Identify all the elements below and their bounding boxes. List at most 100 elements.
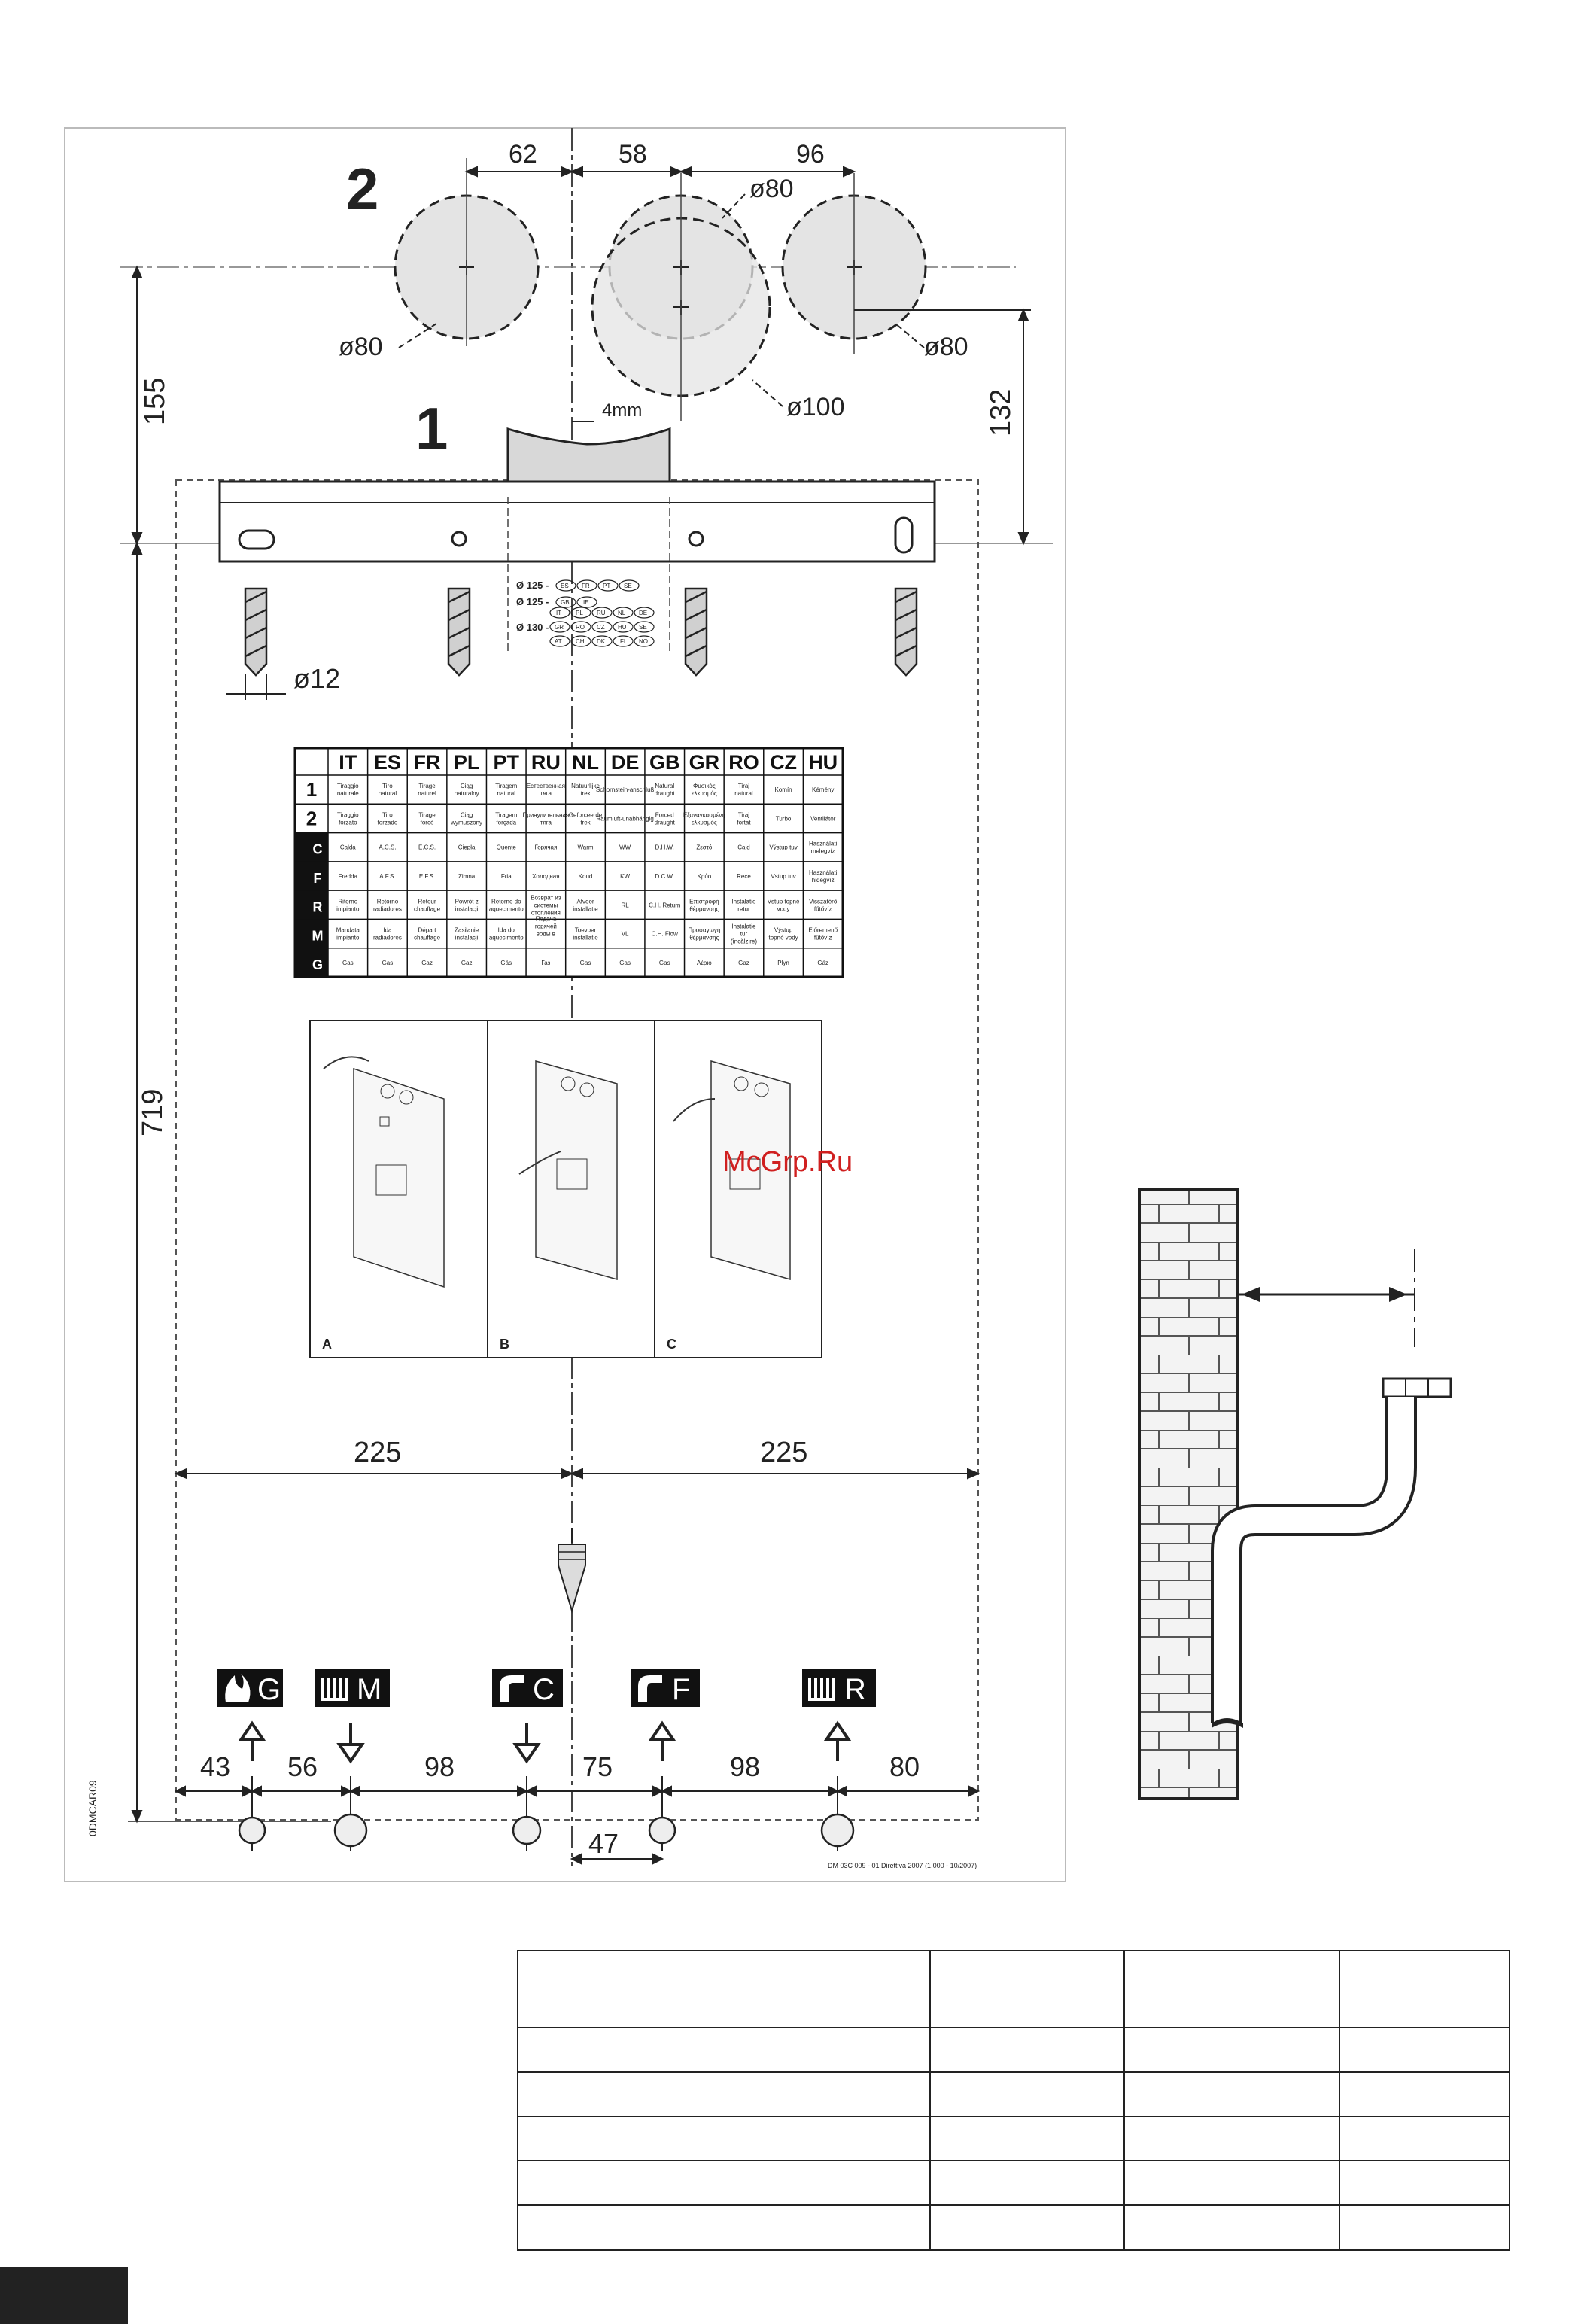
arrow-up-icon [648,1720,676,1761]
country-code: NO [639,638,648,645]
legend-cell-text: Visszatérő [809,898,838,905]
legend-cell-text: Powrót z [455,898,479,905]
legend-cell-text: Αέριο [697,960,712,966]
footer-code: DM 03C 009 - 01 Direttiva 2007 (1.000 - … [828,1862,977,1869]
legend-cell-text: D.C.W. [655,873,674,880]
legend-cell-text: Κρύο [697,873,711,880]
legend-cell-text: hidegvíz [812,877,835,884]
legend-cell-text: radiadores [373,905,402,912]
legend-cell-text: chauffage [414,935,441,941]
legend-row-key: M [312,929,324,944]
legend-row-key: 2 [306,807,317,829]
step-label-b: B [500,1337,509,1352]
legend-cell-text: θέρμανσης [689,905,719,912]
legend-cell-text: fűtővíz [814,935,832,941]
legend-cell-text: Schornstein-anschluß [596,786,654,793]
legend-cell-text: retur [737,905,750,912]
legend-cell-text: Használati [809,841,838,847]
legend-cell-text: Warm [577,844,593,851]
legend-cell-text: Ciąg [461,811,473,818]
legend-cell-text: Εξαναγκασμένη [683,811,725,818]
legend-cell-text: Tiro [382,783,393,789]
flue-code-label: Ø 130 - [516,622,549,633]
legend-cell-text: Raumluft-unabhängig [596,815,654,822]
legend-cell-text: Forced [655,811,674,818]
legend-cell-text: fűtővíz [814,905,832,912]
dim-98b: 98 [730,1751,760,1782]
legend-cell-text: aquecimento [489,905,524,912]
legend-cell-text: Natural [655,783,674,789]
legend-cell-text: Возврат из [531,894,561,901]
legend-cell-text: Gas [342,960,354,966]
diameter-label: ø100 [786,393,845,421]
legend-cell-text: impianto [336,905,360,912]
dim-80: 80 [889,1751,920,1782]
legend-cell-text: Gas [659,960,670,966]
flue-pipe [506,427,671,498]
legend-cell-text: Calda [340,844,356,851]
legend-cell-text: KW [620,873,630,880]
legend-cell-text: forzato [339,819,357,826]
legend-cell-text: Výstup [774,927,793,934]
legend-cell-text: Gas [580,960,591,966]
arrow-down-icon [336,1723,365,1764]
legend-cell-text: Ventilátor [810,815,836,822]
side-code: 0DMCAR09 [87,1780,99,1836]
legend-cell-text: forçada [496,819,516,826]
legend-cell-text: radiadores [373,935,402,941]
legend-cell-text: Tiraggio [337,811,359,818]
legend-cell-text: RL [621,902,629,908]
connection-code: M [357,1673,382,1706]
dim-719: 719 [137,1089,169,1136]
legend-cell-text: naturel [418,790,436,797]
legend-cell-text: Cald [737,844,749,851]
country-code: CH [576,638,585,645]
legend-cell-text: Ida [383,927,392,934]
legend-cell-text: tur [740,931,748,938]
legend-row-key: C [313,842,323,857]
connection-gas: G [217,1669,283,1761]
legend-cell-text: Ciąg [461,783,473,789]
mounting-steps: A B C [309,1020,822,1358]
dim-132: 132 [985,389,1017,437]
legend-language-header: NL [572,751,599,774]
legend-cell-text: Tiraggio [337,783,359,789]
legend-cell-text: Ida do [498,927,515,934]
legend-language-header: CZ [770,751,797,774]
legend-key-cell [295,861,328,891]
legend-cell-text: Kémény [812,786,834,793]
country-code: HU [618,624,627,631]
legend-cell-text: impianto [336,935,360,941]
legend-key-cell [295,832,328,862]
legend-cell-text: Natuurlijke [571,783,600,789]
legend-cell-text: Принудительная [523,811,570,818]
legend-cell-text: installatie [573,905,598,912]
legend-cell-text: тяга [540,790,552,797]
legend-language-header: GB [649,751,680,774]
flue-code-label: Ø 125 - [516,579,549,591]
legend-cell-text: Instalatie [731,898,756,905]
page-tab [0,2267,128,2324]
watermark: McGrp.Ru [722,1146,853,1178]
legend-cell-text: Gas [619,960,631,966]
dim-225-left: 225 [354,1437,401,1468]
step-label-a: A [322,1337,332,1352]
connection-flow: M [315,1669,390,1764]
legend-cell-text: Газ [541,960,550,966]
legend-language-header: IT [339,751,357,774]
mounting-bracket [218,480,936,655]
legend-cell-text: Koud [579,873,593,880]
country-code: GB [561,599,570,606]
legend-cell-text: A.C.S. [379,844,396,851]
wall-section [1138,1188,1452,1800]
dim-drill-line [226,674,286,700]
dim-98: 98 [424,1751,455,1782]
legend-cell-text: отопления [531,909,561,916]
legend-cell-text: Tiraj [738,783,749,789]
wall-anchors [244,587,918,677]
flue-circles [394,158,927,421]
legend-cell-text: горячей [535,923,557,930]
top-dimension-lines [464,166,856,178]
legend-cell-text: Ritorno [338,898,357,905]
arrow-down-icon [512,1723,541,1764]
